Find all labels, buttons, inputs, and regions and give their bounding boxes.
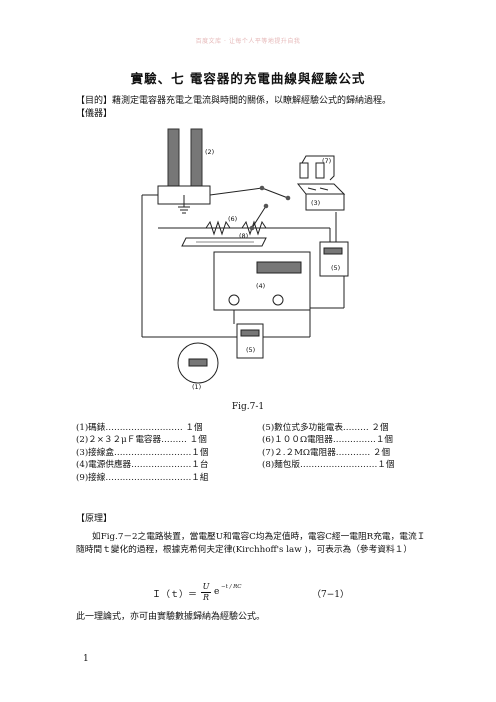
page-number: 1	[83, 654, 89, 664]
power-supply-display	[256, 261, 302, 274]
equipment-item: (1)碼錶……………………… １個	[76, 423, 203, 433]
closing-text: 此一理論式，亦可由實驗數據歸納為經驗公式。	[76, 612, 266, 622]
label-7: (7)	[322, 157, 331, 165]
power-supply	[213, 251, 311, 311]
watermark: 百度文库 · 让每个人平等地提升自我	[195, 38, 301, 45]
equipment-item: (9)接線…………………………１組	[76, 472, 209, 483]
junction-box	[296, 183, 346, 195]
capacitor-plate-left	[167, 128, 180, 188]
label-5b: (5)	[246, 346, 255, 354]
principle-text: 如Fig.7－2之電路裝置，當電壓U和電容C均為定值時，電容C經一電阻R充電，電…	[76, 532, 426, 555]
figure-caption: Fig.7-1	[231, 402, 265, 412]
label-1: (1)	[192, 383, 201, 391]
equipment-list-right: (5)數位式多功能電表……… ２個 (6)１００Ω電阻器……………１個 (7)２…	[262, 422, 395, 472]
label-4: (4)	[256, 282, 265, 290]
equation-denominator: R	[202, 593, 210, 602]
capacitor-plate-right	[190, 128, 203, 188]
equation-lhs: Ｉ（ｔ）＝	[152, 590, 198, 600]
principle-heading: 【原理】	[76, 514, 113, 524]
label-2: (2)	[205, 148, 214, 156]
apparatus-heading: 【儀器】	[76, 109, 113, 119]
equation-base: e	[214, 587, 220, 597]
equipment-item: (4)電源供應器…………………１台	[76, 460, 209, 471]
equipment-item: (3)接線盒………………………１個	[76, 447, 209, 458]
terminal-right	[272, 294, 284, 306]
equation-fraction: U R	[201, 582, 211, 603]
purpose-line: 【目的】藉測定電容器充電之電流與時間的關係，以瞭解經驗公式的歸納過程。	[76, 96, 392, 106]
label-8: (8)	[239, 232, 248, 240]
equation-numerator: U	[201, 582, 211, 593]
equipment-item: (6)１００Ω電阻器……………１個	[262, 435, 394, 446]
page-title: 實驗、七 電容器的充電曲線與經驗公式	[130, 71, 366, 86]
label-6: (6)	[228, 215, 237, 223]
label-3: (3)	[311, 199, 320, 207]
apparatus-diagram: (2) (7) (3) (6) (8) (4) (5) (5) (1)	[141, 128, 349, 391]
equipment-item: (2)２×３２μＦ電容器……… １個	[76, 435, 207, 446]
resistor-7a	[299, 162, 309, 179]
equation-number: （7−1）	[312, 590, 349, 600]
equation-exponent: −t / RC	[221, 584, 242, 590]
equipment-list-left: (1)碼錶……………………… １個 (2)２×３２μＦ電容器……… １個 (3)…	[76, 422, 209, 484]
resistor-7b	[315, 162, 325, 179]
label-5a: (5)	[331, 264, 340, 272]
terminal-left	[228, 294, 240, 306]
equipment-item: (7)２.２MΩ電阻器………… ２個	[262, 447, 391, 458]
equipment-item: (8)麵包版………………………１個	[262, 460, 395, 471]
equipment-item: (5)數位式多功能電表……… ２個	[262, 423, 389, 433]
